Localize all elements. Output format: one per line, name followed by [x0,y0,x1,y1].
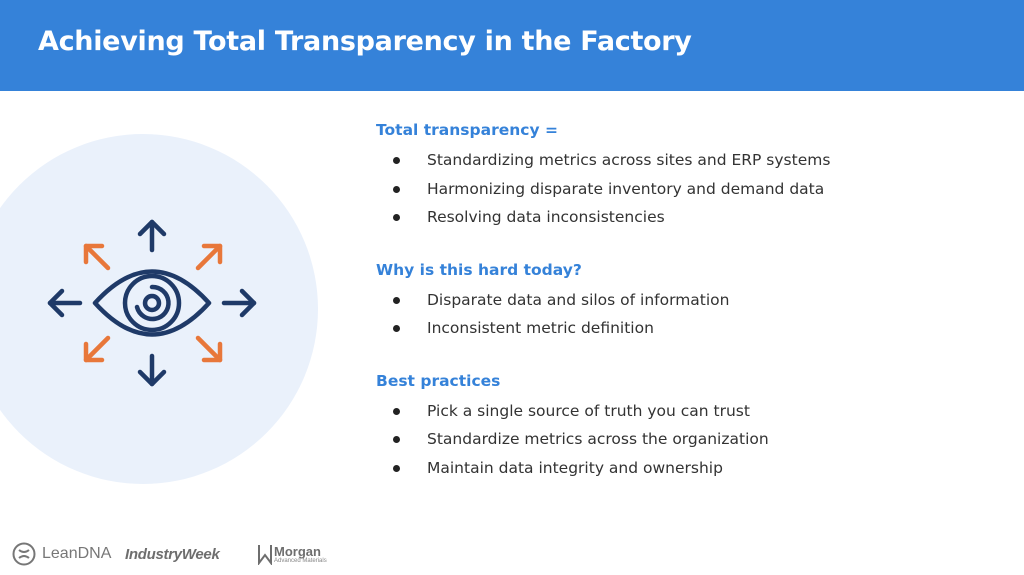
footer-logos: LeanDNA IndustryWeek Morgan Advanced Mat… [12,540,352,568]
slide-title: Achieving Total Transparency in the Fact… [38,26,692,57]
morgan-logo-text: Morgan [274,543,321,559]
leandna-logo: LeanDNA [12,540,111,568]
industryweek-logo: IndustryWeek [125,540,220,568]
bullet-item: Inconsistent metric definition [376,314,996,343]
bullet-item: Disparate data and silos of information [376,286,996,315]
eye-with-radiating-arrows-icon [47,219,257,387]
morgan-mark-icon [258,545,272,565]
slide-header: Achieving Total Transparency in the Fact… [0,0,1024,91]
slide-content: Total transparency = Standardizing metri… [376,118,996,508]
bullet-item: Standardizing metrics across sites and E… [376,146,996,175]
leandna-logo-text: LeanDNA [42,545,112,562]
bullet-item: Harmonizing disparate inventory and dema… [376,175,996,204]
section-heading: Best practices [376,371,501,390]
industryweek-logo-text: IndustryWeek [125,545,220,563]
bullet-list: Pick a single source of truth you can tr… [376,397,996,483]
bullet-item: Resolving data inconsistencies [376,203,996,232]
bullet-item: Maintain data integrity and ownership [376,454,996,483]
bullet-item: Pick a single source of truth you can tr… [376,397,996,426]
bullet-item: Standardize metrics across the organizat… [376,425,996,454]
section-best-practices: Best practices Pick a single source of t… [376,369,996,483]
leandna-mark-icon [12,542,36,566]
section-why-hard: Why is this hard today? Disparate data a… [376,258,996,343]
bullet-list: Disparate data and silos of information … [376,286,996,343]
section-total-transparency: Total transparency = Standardizing metri… [376,118,996,232]
section-heading: Why is this hard today? [376,260,582,279]
morgan-logo: Morgan Advanced Materials [258,540,327,568]
bullet-list: Standardizing metrics across sites and E… [376,146,996,232]
section-heading: Total transparency = [376,121,558,139]
morgan-logo-tagline: Advanced Materials [274,557,327,564]
